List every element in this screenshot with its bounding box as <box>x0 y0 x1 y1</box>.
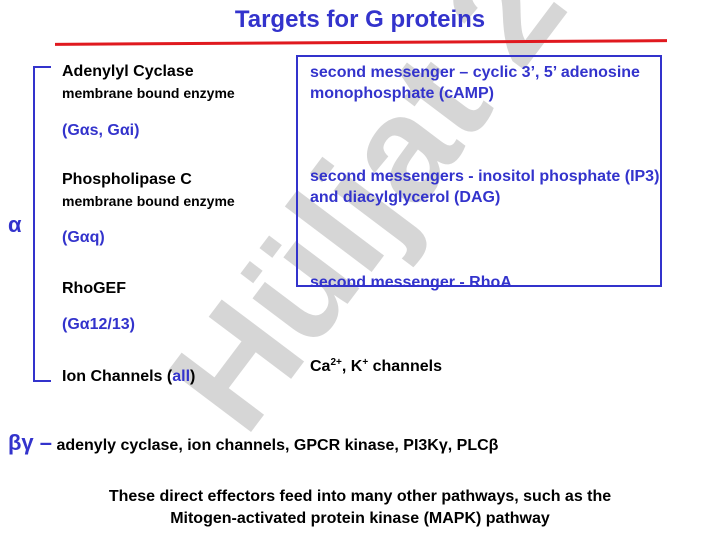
second-messenger-box <box>296 55 662 287</box>
ca-charge: 2+ <box>330 357 342 368</box>
title-underline <box>54 39 668 46</box>
ion-channels-all: all <box>172 368 191 385</box>
footer-line-1: These direct effectors feed into many ot… <box>108 488 612 505</box>
effector-sub: membrane bound enzyme <box>62 85 235 101</box>
g-subunit: (Gαq) <box>62 229 105 246</box>
channels-text: Ca2+, K+ channels <box>310 357 442 376</box>
channels-suffix: channels <box>368 358 442 375</box>
messenger-rhoa: second messenger - RhoA <box>310 274 512 291</box>
messenger-ip3-dag: second messengers - inositol phosphate (… <box>310 168 660 206</box>
footer-line-2: Mitogen-activated protein kinase (MAPK) … <box>170 510 550 527</box>
k-charge: + <box>362 357 369 368</box>
k-text: , K <box>341 358 363 375</box>
page-title: Targets for G proteins <box>234 6 486 33</box>
ca-text: Ca <box>310 358 331 375</box>
effector-name: RhoGEF <box>62 280 126 297</box>
footer-note: These direct effectors feed into many ot… <box>0 486 720 530</box>
messenger-camp: second messenger – cyclic 3’, 5’ adenosi… <box>310 64 640 102</box>
g-subunit: (Gαs, Gαi) <box>62 122 140 139</box>
beta-gamma-line: βγ – adenyly cyclase, ion channels, GPCR… <box>8 430 498 456</box>
g-subunit: (Gα12/13) <box>62 316 135 333</box>
ion-channels-label: Ion Channels (all) <box>62 368 195 386</box>
effector-name: Phospholipase C <box>62 171 192 188</box>
ion-channels-text: Ion Channels ( <box>62 368 173 385</box>
ion-channels-close: ) <box>190 368 196 385</box>
effector-name: Adenylyl Cyclase <box>62 63 194 80</box>
alpha-bracket <box>33 66 51 382</box>
alpha-label: α <box>8 212 22 237</box>
beta-gamma-symbol: βγ – <box>8 430 53 455</box>
effector-sub: membrane bound enzyme <box>62 193 235 209</box>
beta-gamma-targets: adenyly cyclase, ion channels, GPCR kina… <box>52 437 499 454</box>
